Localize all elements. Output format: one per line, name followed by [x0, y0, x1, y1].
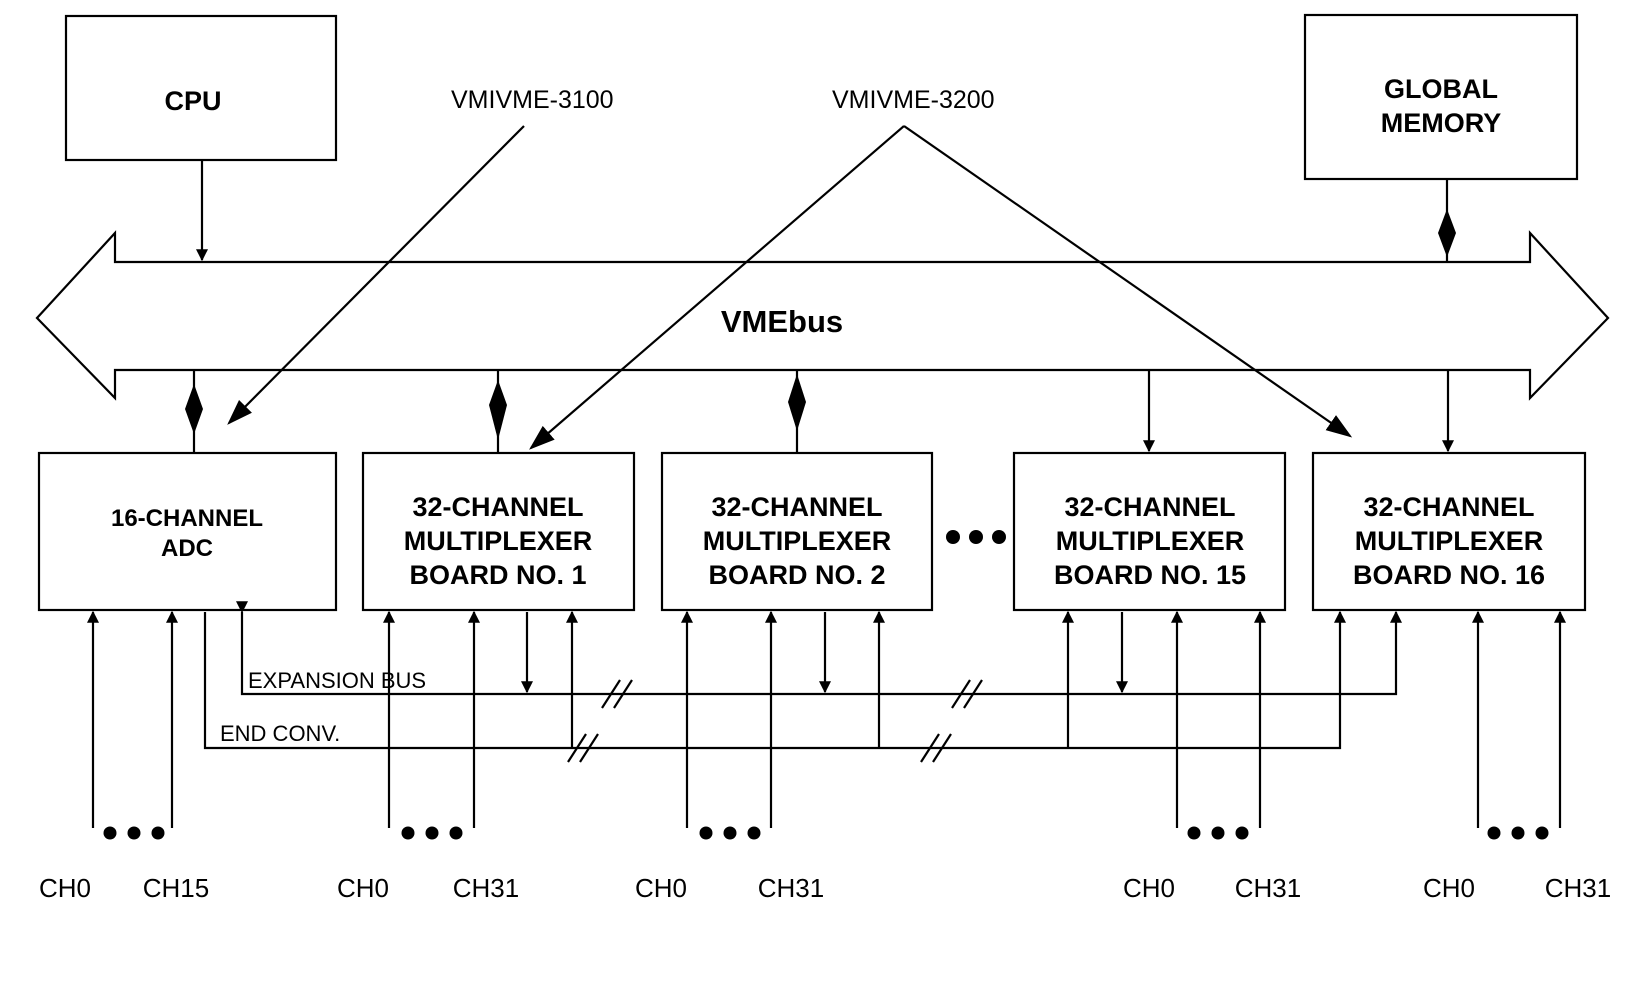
mux2-bidirectional-diamond	[788, 374, 806, 431]
vmebus-label: VMEbus	[721, 304, 843, 339]
adc-box: 16-CHANNEL ADC	[37, 451, 338, 612]
mux2-label-line2: MULTIPLEXER	[703, 526, 892, 556]
mux1-label-line2: MULTIPLEXER	[404, 526, 593, 556]
mux16-label-line1: 32-CHANNEL	[1363, 492, 1534, 522]
mux1-label-line3: BOARD NO. 1	[409, 560, 586, 590]
mux2-label-line1: 32-CHANNEL	[711, 492, 882, 522]
memory-bidirectional-diamond	[1438, 209, 1456, 257]
end-conv-lines: END CONV.	[203, 610, 1346, 750]
adc-channel-inputs	[87, 610, 178, 840]
cpu-label: CPU	[164, 86, 221, 116]
vmivme-3200-pointer-mux1	[529, 125, 905, 450]
mux2-label-line3: BOARD NO. 2	[708, 560, 885, 590]
mux1-channel-inputs	[383, 610, 480, 840]
mux1-label-line1: 32-CHANNEL	[412, 492, 583, 522]
vmivme-3200-pointer-mux16	[903, 125, 1353, 438]
vmivme-3100-pointer	[227, 125, 525, 425]
mux15-channel-inputs	[1171, 610, 1266, 840]
mux15-ch-first-label: CH0	[1123, 873, 1175, 903]
mux15-ch-last-label: CH31	[1235, 873, 1301, 903]
global-memory-box: GLOBAL MEMORY	[1303, 13, 1579, 181]
vmebus-arrow	[35, 230, 1610, 401]
line-break-marks	[567, 679, 983, 763]
end-conv-label: END CONV.	[220, 721, 340, 746]
cpu-box: CPU	[64, 14, 338, 162]
mux2-channel-inputs	[681, 610, 777, 840]
adc-label-line1: 16-CHANNEL	[111, 505, 263, 532]
mux16-label-line2: MULTIPLEXER	[1355, 526, 1544, 556]
mux-board-16: 32-CHANNEL MULTIPLEXER BOARD NO. 16	[1311, 451, 1587, 612]
ellipsis-boards	[946, 530, 1006, 544]
mux16-channel-inputs	[1472, 610, 1566, 840]
mux1-ch-first-label: CH0	[337, 873, 389, 903]
mux16-ch-last-label: CH31	[1545, 873, 1611, 903]
adc-label-line2: ADC	[161, 535, 213, 562]
adc-ch-last-label: CH15	[143, 873, 209, 903]
mux1-bidirectional-diamond	[489, 380, 507, 440]
mux-board-15: 32-CHANNEL MULTIPLEXER BOARD NO. 15	[1012, 451, 1287, 612]
global-memory-label-line2: MEMORY	[1381, 108, 1502, 138]
mux15-label-line1: 32-CHANNEL	[1064, 492, 1235, 522]
mux16-ch-first-label: CH0	[1423, 873, 1475, 903]
mux15-label-line3: BOARD NO. 15	[1054, 560, 1246, 590]
mux16-label-line3: BOARD NO. 16	[1353, 560, 1545, 590]
mux2-ch-last-label: CH31	[758, 873, 824, 903]
mux1-ch-last-label: CH31	[453, 873, 519, 903]
mux-board-1: 32-CHANNEL MULTIPLEXER BOARD NO. 1	[361, 451, 636, 612]
mux15-label-line2: MULTIPLEXER	[1056, 526, 1245, 556]
vmivme-3200-label: VMIVME-3200	[832, 86, 995, 114]
mux2-ch-first-label: CH0	[635, 873, 687, 903]
expansion-bus-label: EXPANSION BUS	[248, 668, 426, 693]
expansion-bus-lines: EXPANSION BUS	[236, 601, 1402, 696]
adc-bidirectional-diamond	[185, 384, 203, 434]
adc-ch-first-label: CH0	[39, 873, 91, 903]
global-memory-label-line1: GLOBAL	[1384, 74, 1498, 104]
vmivme-3100-label: VMIVME-3100	[451, 86, 614, 114]
mux-board-2: 32-CHANNEL MULTIPLEXER BOARD NO. 2	[660, 451, 934, 612]
